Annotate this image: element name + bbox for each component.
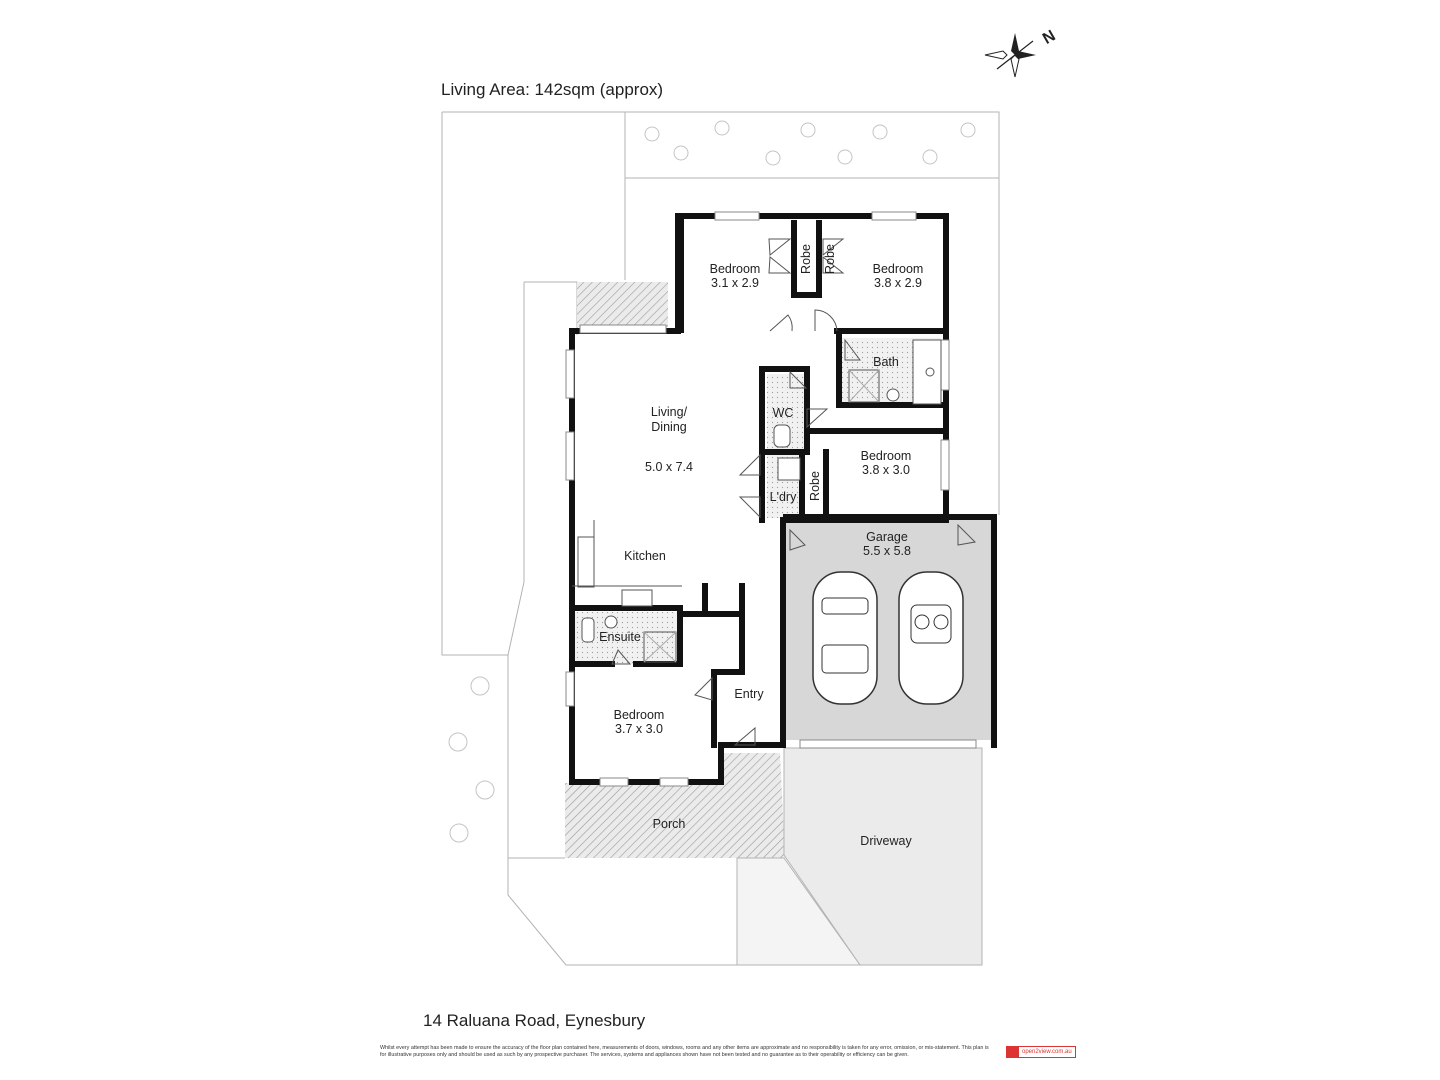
bath-label: Bath [873, 355, 899, 369]
convertible-car-icon [898, 571, 964, 705]
living-name-1: Living/ [651, 405, 688, 419]
porch-label: Porch [653, 817, 686, 831]
brand-logo: open2view.com.au [1006, 1046, 1076, 1058]
bedroom-2-name: Bedroom [873, 262, 924, 276]
living-size: 5.0 x 7.4 [645, 460, 693, 474]
room-labels: Bedroom 3.1 x 2.9 Bedroom 3.8 x 2.9 Robe… [599, 244, 923, 848]
bedroom-1-size: 3.1 x 2.9 [711, 276, 759, 290]
wc-label: WC [773, 406, 794, 420]
porch-hatch [565, 753, 785, 858]
kitchen-label: Kitchen [624, 549, 666, 563]
garage-size: 5.5 x 5.8 [863, 544, 911, 558]
walls [569, 213, 997, 785]
fixtures [572, 339, 942, 663]
windows [565, 211, 977, 787]
compass-icon [984, 33, 1036, 78]
driveway-label: Driveway [860, 834, 912, 848]
robe-1-label: Robe [799, 244, 813, 274]
living-area-title: Living Area: 142sqm (approx) [441, 80, 664, 99]
disclaimer-text: Whilst every attempt has been made to en… [380, 1045, 989, 1058]
doors [611, 238, 977, 746]
living-name-2: Dining [651, 420, 686, 434]
bedroom-1-name: Bedroom [710, 262, 761, 276]
path-area [736, 857, 861, 966]
ensuite-label: Ensuite [599, 630, 641, 644]
bedroom-3-name: Bedroom [861, 449, 912, 463]
compass-north-label: N [1040, 27, 1059, 48]
laundry-label: L'dry [770, 490, 797, 504]
bedroom-4-name: Bedroom [614, 708, 665, 722]
brand-mark-icon [1007, 1047, 1019, 1057]
garden-trees [448, 120, 976, 843]
deck-hatch [577, 282, 668, 327]
bedroom-4-size: 3.7 x 3.0 [615, 722, 663, 736]
bedroom-3-size: 3.8 x 3.0 [862, 463, 910, 477]
garage-name: Garage [866, 530, 908, 544]
car-icon [812, 571, 878, 705]
property-address: 14 Raluana Road, Eynesbury [423, 1011, 646, 1030]
brand-text: open2view.com.au [1022, 1049, 1072, 1055]
bedroom-2-size: 3.8 x 2.9 [874, 276, 922, 290]
robe-2-label: Robe [823, 244, 837, 274]
entry-label: Entry [734, 687, 764, 701]
robe-3-label: Robe [808, 471, 822, 501]
